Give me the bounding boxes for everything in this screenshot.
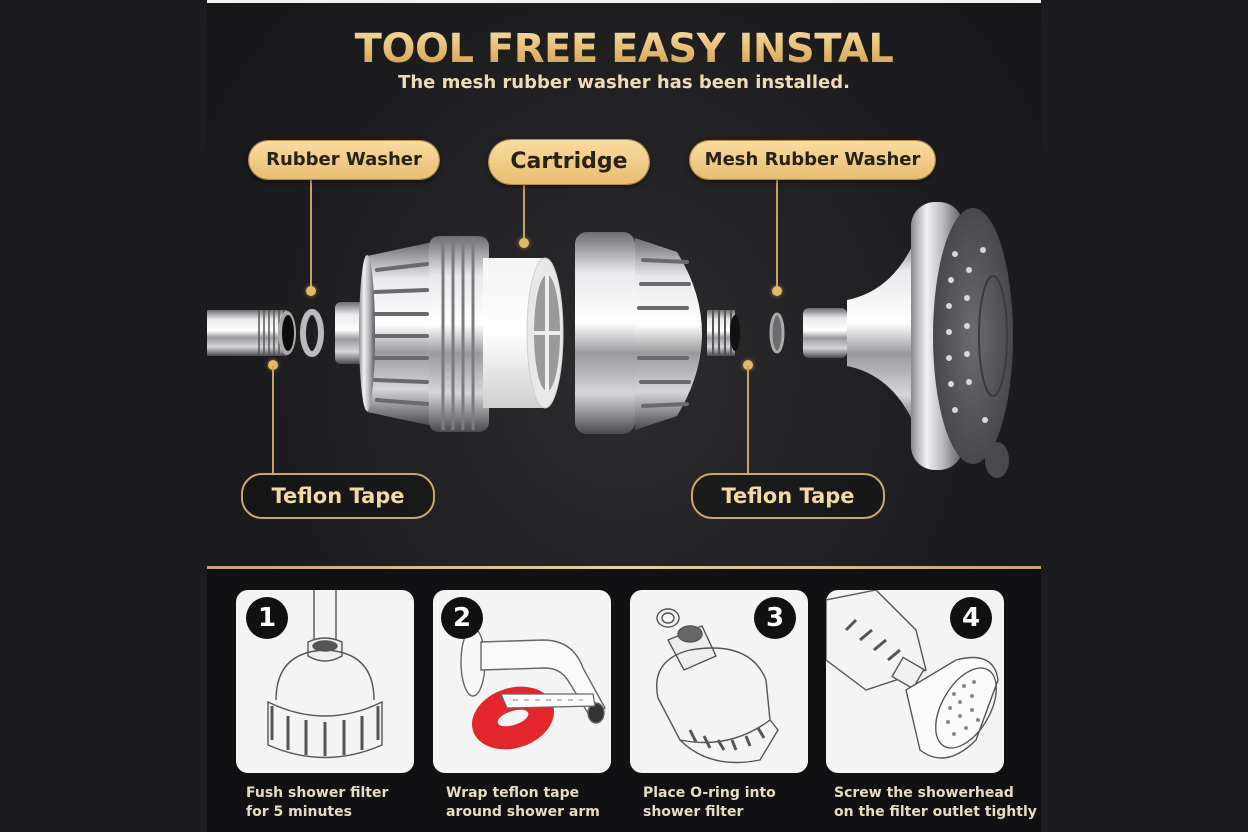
- install-steps: 1 Fush shower filter for 5 minutes 2 Wra…: [207, 569, 1041, 832]
- step-number-2: 2: [441, 597, 483, 639]
- mesh-washer-dot: [772, 286, 782, 296]
- rubber-washer-dot: [306, 286, 316, 296]
- cartridge: [483, 257, 564, 409]
- mesh-rubber-washer-label: Mesh Rubber Washer: [690, 141, 935, 179]
- teflon-right-leader: [747, 366, 749, 474]
- teflon-left-dot: [268, 360, 278, 370]
- filter-body-outlet: [575, 232, 740, 434]
- teflon-left-leader: [272, 366, 274, 474]
- top-border: [207, 0, 1041, 3]
- step-card-4: 4: [826, 590, 1004, 773]
- o-ring-filter-icon: [656, 608, 779, 764]
- step-caption-4: Screw the showerhead on the filter outle…: [834, 785, 1037, 820]
- step-card-1: 1: [236, 590, 414, 773]
- step-number-4: 4: [950, 597, 992, 639]
- showerhead-screw-icon: [826, 590, 999, 759]
- rubber-washer-label: Rubber Washer: [249, 141, 439, 179]
- showerhead: [803, 202, 1013, 478]
- flush-filter-icon: [267, 590, 383, 759]
- section-divider: [207, 566, 1041, 569]
- teflon-tape-left-label: Teflon Tape: [241, 473, 435, 519]
- step-card-3: 3: [630, 590, 808, 773]
- rubber-washer-leader: [310, 179, 312, 291]
- step-number-1: 1: [246, 597, 288, 639]
- page-title: TOOL FREE EASY INSTAL: [207, 26, 1041, 72]
- cartridge-leader: [523, 184, 525, 242]
- rubber-washer: [300, 309, 324, 357]
- mesh-rubber-washer: [769, 312, 785, 354]
- step-caption-1: Fush shower filter for 5 minutes: [246, 785, 389, 820]
- step-card-2: 2: [433, 590, 611, 773]
- page-subtitle: The mesh rubber washer has been installe…: [398, 72, 850, 93]
- mesh-washer-leader: [776, 179, 778, 291]
- exploded-product-illustration: [207, 202, 1013, 478]
- step-caption-3: Place O-ring into shower filter: [643, 785, 776, 820]
- teflon-right-dot: [743, 360, 753, 370]
- step-caption-2: Wrap teflon tape around shower arm: [446, 785, 600, 820]
- cartridge-dot: [519, 238, 529, 248]
- teflon-tape-right-label: Teflon Tape: [691, 473, 885, 519]
- teflon-wrap-icon: [460, 627, 606, 750]
- install-infographic: TOOL FREE EASY INSTAL The mesh rubber wa…: [207, 0, 1041, 832]
- cartridge-label: Cartridge: [489, 140, 649, 184]
- shower-arm-pipe: [207, 310, 296, 356]
- step-number-3: 3: [754, 597, 796, 639]
- filter-body-inlet: [335, 236, 489, 432]
